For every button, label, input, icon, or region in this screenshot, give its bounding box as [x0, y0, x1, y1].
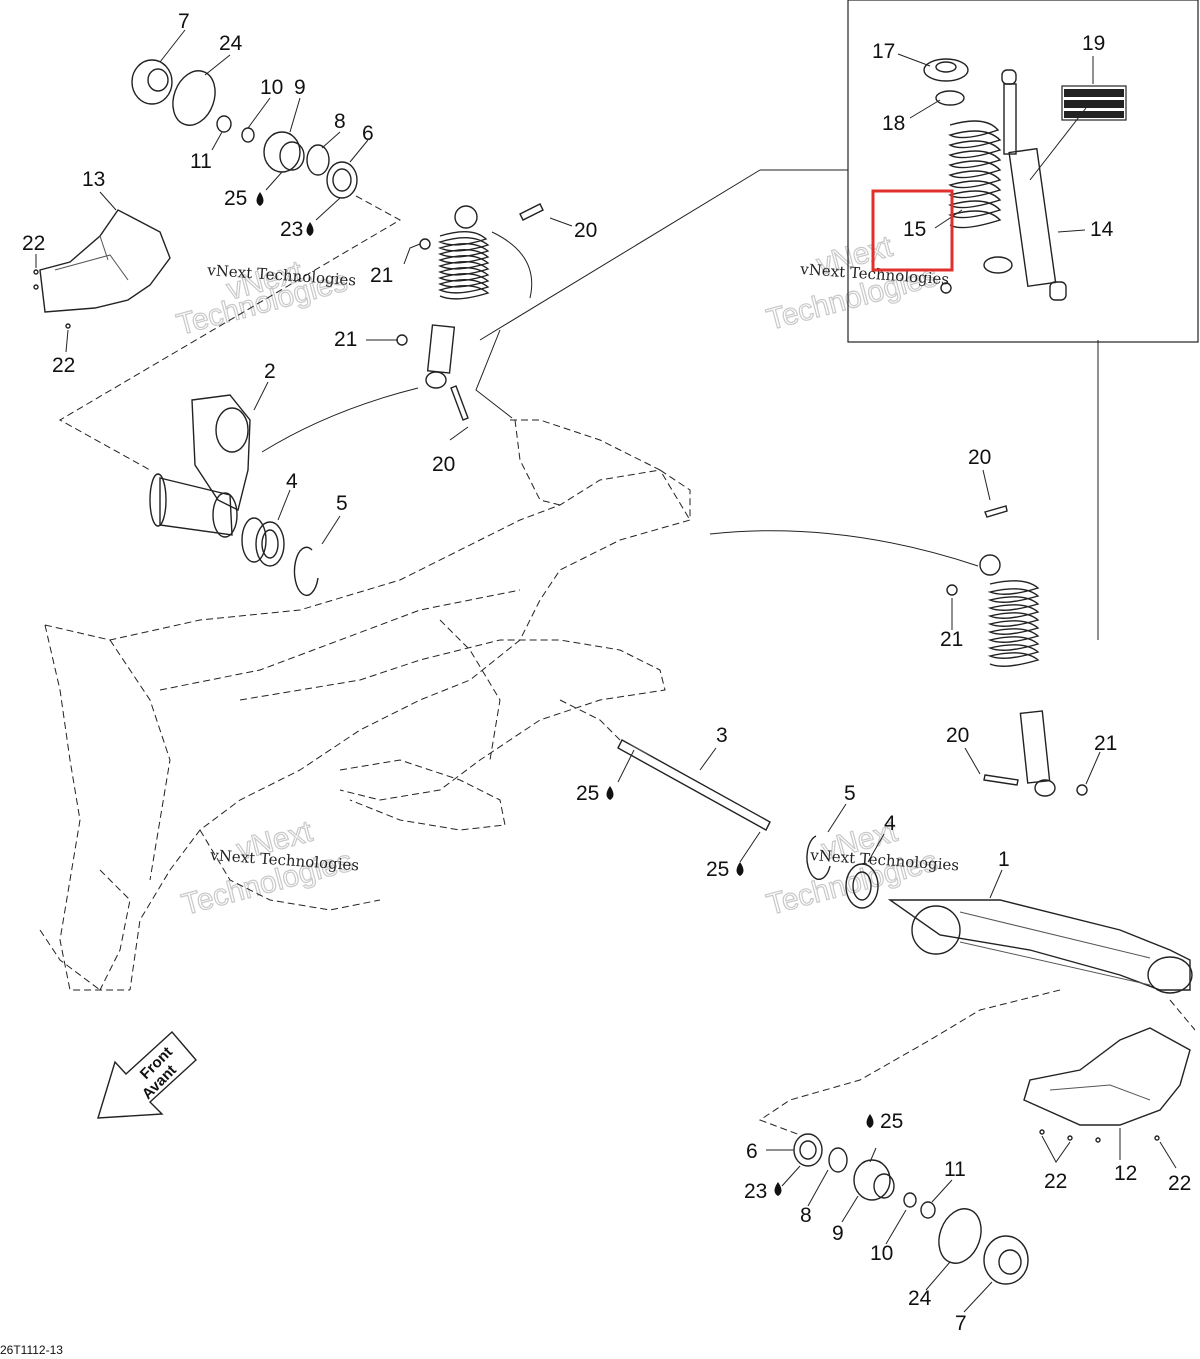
- grease-drop-icon: [866, 1114, 874, 1128]
- callout-1: 1: [998, 848, 1010, 871]
- callout-11: 11: [944, 1158, 966, 1181]
- part-5-circlip-left: [293, 515, 341, 596]
- grease-drop-icon: [606, 786, 614, 800]
- callout-7: 7: [178, 10, 190, 33]
- callout-21: 21: [370, 264, 393, 287]
- callout-25: 25: [224, 187, 247, 210]
- callout-22: 22: [1168, 1172, 1191, 1195]
- callout-11: 11: [190, 150, 212, 173]
- callout-9: 9: [832, 1222, 844, 1245]
- callout-2: 2: [264, 360, 276, 383]
- callout-labels: 7 24 10 9 8 6 11 25 23 13 22 22 20 21 21…: [22, 10, 1191, 1335]
- callout-21: 21: [334, 328, 357, 351]
- part-19-decal: [1061, 85, 1127, 121]
- callout-22: 22: [22, 232, 45, 255]
- callout-23: 23: [744, 1180, 767, 1203]
- part-5-circlip-right: [806, 803, 847, 880]
- callout-4: 4: [286, 470, 298, 493]
- callout-14: 14: [1090, 218, 1114, 241]
- callout-7: 7: [955, 1312, 967, 1335]
- callout-8: 8: [334, 110, 346, 133]
- callout-22: 22: [1044, 1170, 1067, 1193]
- highlight-box: [871, 189, 954, 272]
- part-4-bearing-right: [845, 833, 885, 909]
- callout-20: 20: [432, 453, 455, 476]
- part-16-lower-cup: [983, 256, 1013, 274]
- grease-drop-icons: [256, 192, 874, 1196]
- part-18-retainer: [935, 90, 965, 106]
- callout-20: 20: [574, 219, 597, 242]
- callout-19: 19: [1082, 32, 1105, 55]
- grease-drop-icon: [256, 192, 264, 206]
- vehicle-frame: [39, 419, 691, 991]
- watermarks: vNext Technologies vNext Technologies vN…: [173, 229, 960, 922]
- part-1-swing-arm: [887, 869, 1193, 994]
- front-direction-arrow: Front Avant: [97, 1030, 197, 1119]
- part-13-cover: [33, 191, 171, 353]
- right-bearing-group: [766, 1133, 1029, 1313]
- arrow-outline: [97, 1030, 197, 1119]
- callout-22: 22: [52, 354, 75, 377]
- part-15-spring: [948, 120, 1002, 229]
- callout-17: 17: [872, 40, 895, 63]
- callout-6: 6: [362, 122, 374, 145]
- callout-10: 10: [870, 1242, 893, 1265]
- grease-drop-icon: [736, 862, 744, 876]
- part-14-shock-body: [1001, 69, 1067, 301]
- callout-21: 21: [1094, 732, 1117, 755]
- callout-9: 9: [294, 76, 306, 99]
- callout-12: 12: [1114, 1162, 1137, 1185]
- grease-drop-icon: [306, 222, 314, 236]
- shock-detail-inset: [847, 0, 1199, 343]
- part-4-bearing-left: [241, 489, 291, 567]
- callout-23: 23: [280, 218, 303, 241]
- callout-21: 21: [940, 628, 963, 651]
- callout-8: 8: [800, 1204, 812, 1227]
- callout-20: 20: [968, 446, 991, 469]
- callout-15: 15: [903, 218, 926, 241]
- callout-3: 3: [716, 724, 728, 747]
- grease-drop-icon: [774, 1182, 782, 1196]
- callout-24: 24: [908, 1287, 932, 1310]
- callout-13: 13: [82, 168, 105, 191]
- part-2-bracket: [149, 381, 269, 538]
- part-12-cover: [758, 989, 1196, 1169]
- callout-25: 25: [880, 1110, 903, 1133]
- callout-25: 25: [706, 858, 729, 881]
- callout-25: 25: [576, 782, 599, 805]
- callout-10: 10: [260, 76, 283, 99]
- left-bearing-group: [58, 29, 402, 471]
- part-17-spring-cup: [923, 58, 969, 82]
- reference-code: 26T1112-13: [0, 1343, 63, 1357]
- callout-18: 18: [882, 112, 905, 135]
- left-shock-assembly: [261, 203, 573, 453]
- callout-20: 20: [946, 724, 969, 747]
- callout-5: 5: [844, 782, 856, 805]
- part-3-shaft: [617, 739, 771, 863]
- callout-24: 24: [219, 32, 243, 55]
- callout-4: 4: [884, 812, 896, 835]
- right-shock-assembly: [709, 340, 1101, 797]
- inset-frame: [847, 0, 1199, 343]
- callout-5: 5: [336, 492, 348, 515]
- callout-6: 6: [746, 1140, 758, 1163]
